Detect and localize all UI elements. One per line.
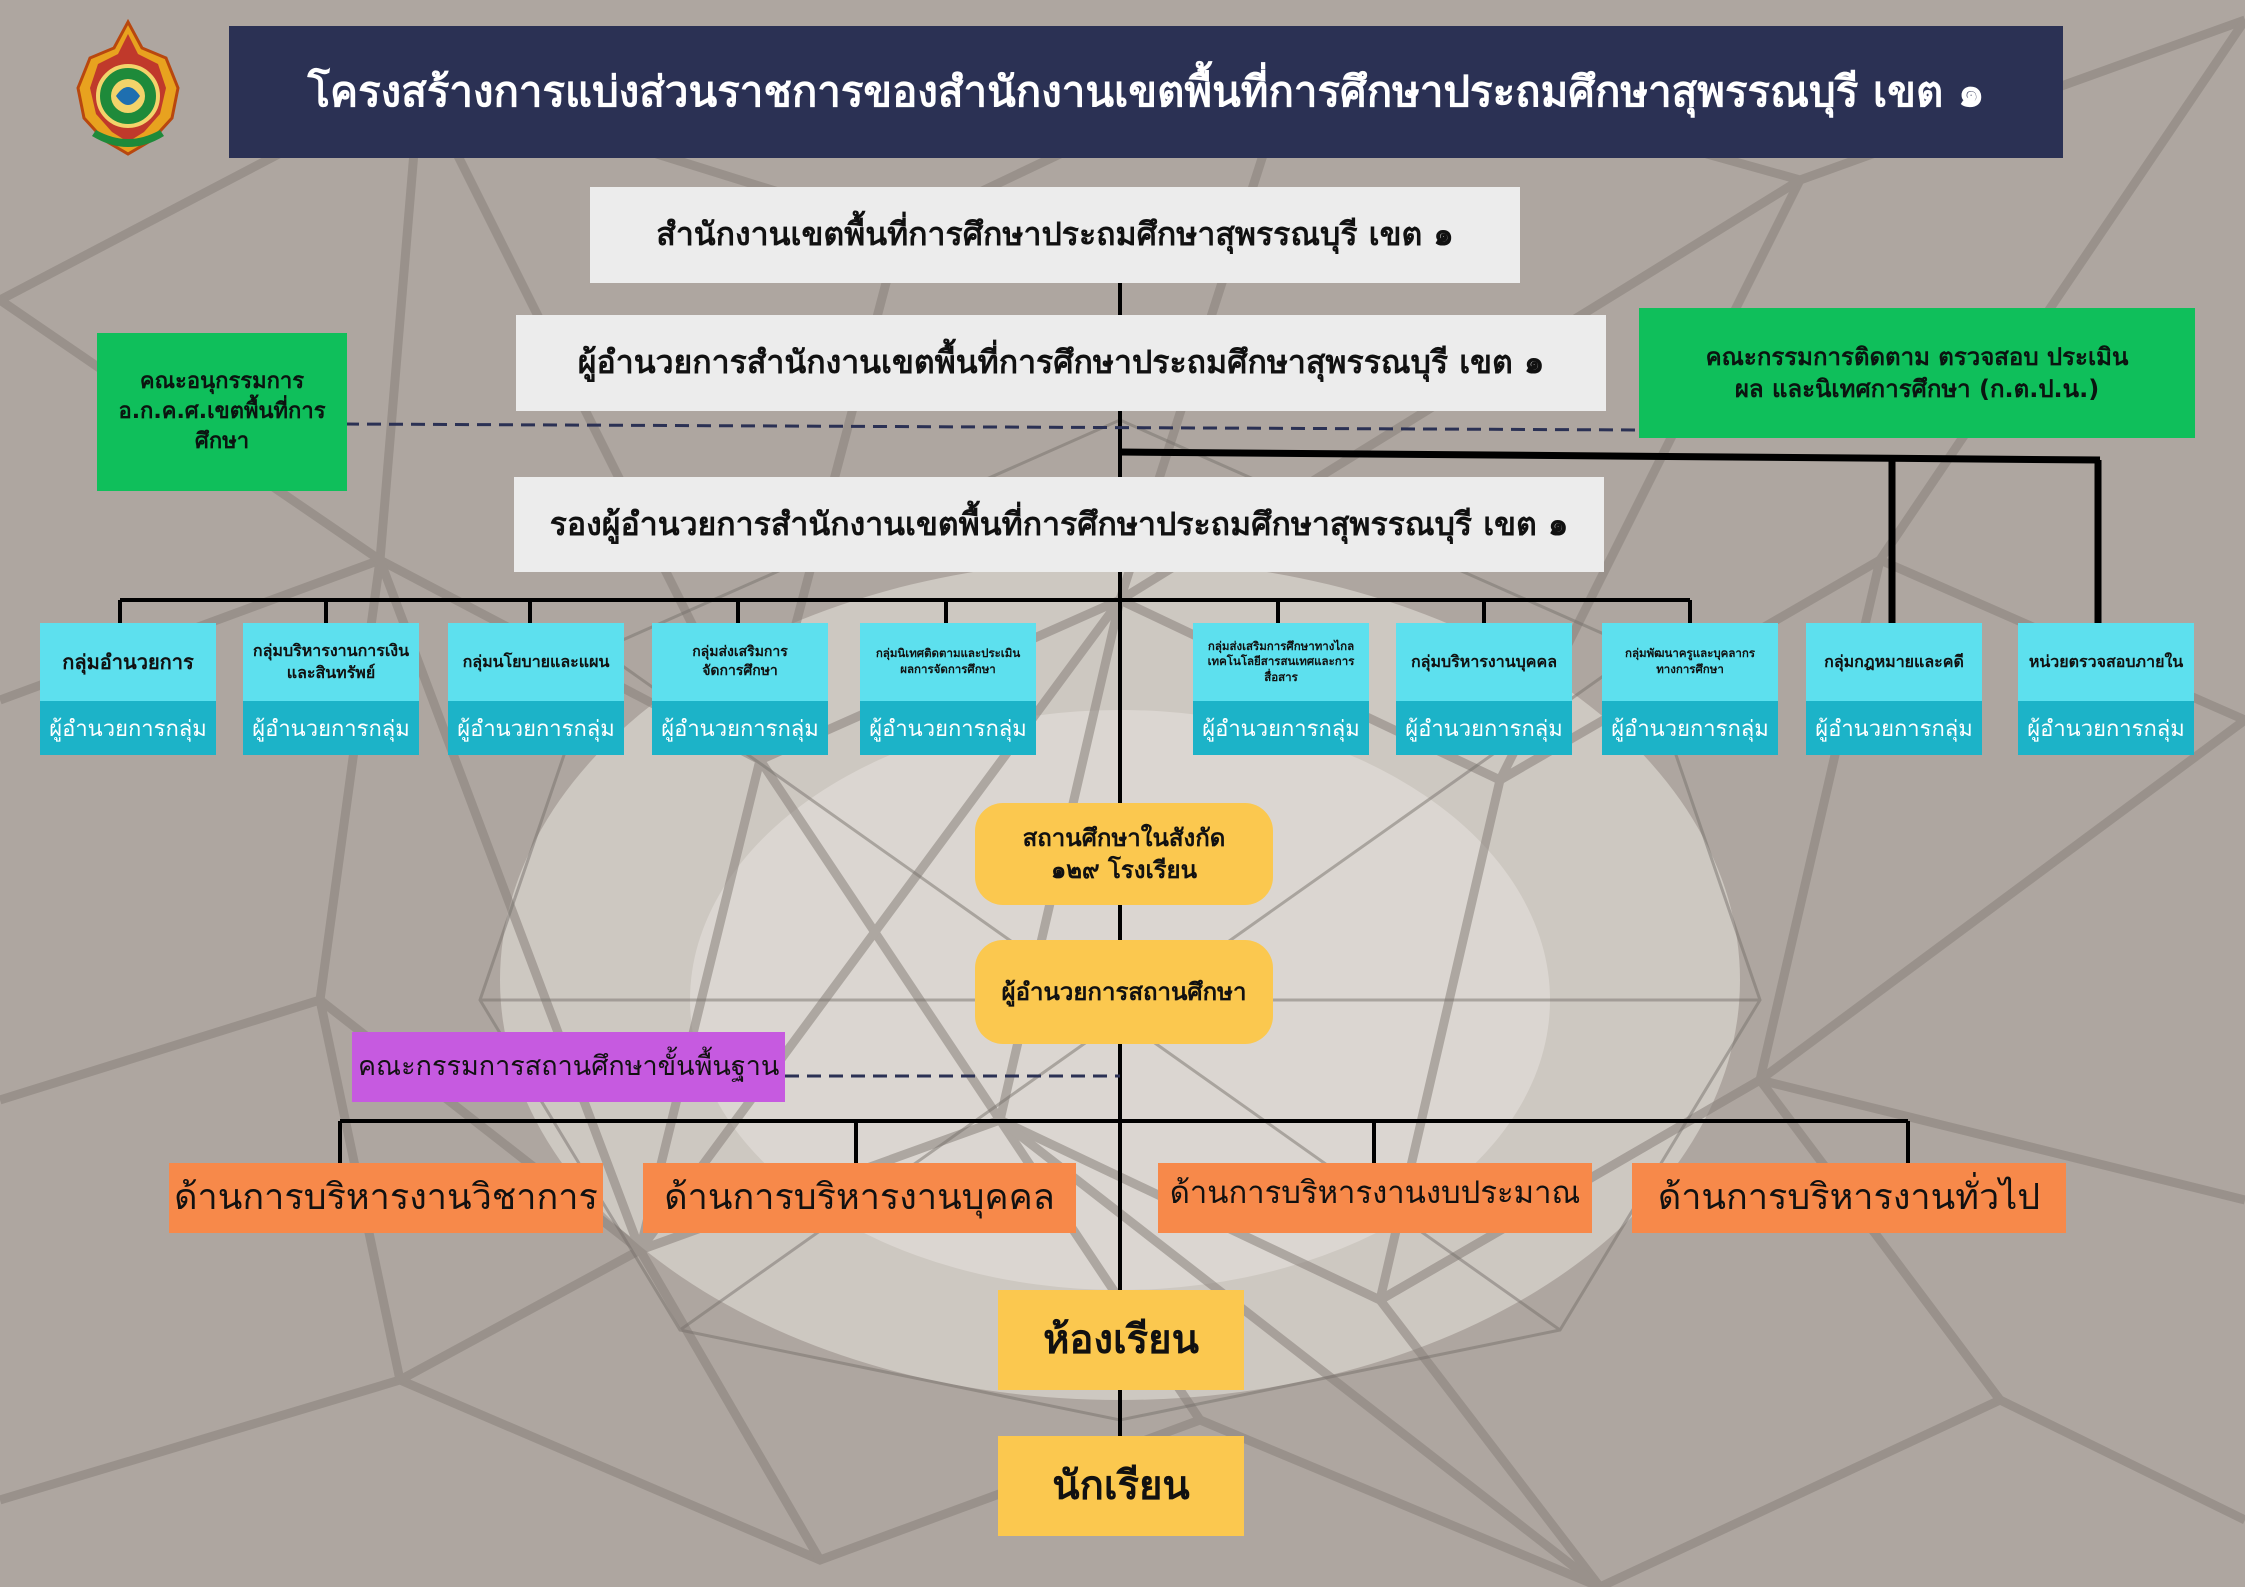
group-name: กลุ่มบริหารงานบุคคล [1396, 623, 1572, 701]
group-head: ผู้อำนวยการกลุ่ม [1396, 701, 1572, 755]
group-name: กลุ่มนโยบายและแผน [448, 623, 624, 701]
group-head: ผู้อำนวยการกลุ่ม [2018, 701, 2194, 755]
group-box: กลุ่มอำนวยการ ผู้อำนวยการกลุ่ม [40, 623, 216, 755]
director-box: ผู้อำนวยการสำนักงานเขตพื้นที่การศึกษาประ… [516, 315, 1606, 411]
group-head: ผู้อำนวยการกลุ่ม [448, 701, 624, 755]
group-box: กลุ่มบริหารงานการเงินและสินทรัพย์ ผู้อำน… [243, 623, 419, 755]
school-director-box: ผู้อำนวยการสถานศึกษา [975, 940, 1273, 1044]
office-box: สำนักงานเขตพื้นที่การศึกษาประถมศึกษาสุพร… [590, 187, 1520, 283]
admin-area-budget: ด้านการบริหารงานงบประมาณ [1158, 1163, 1592, 1233]
subcommittee-box: คณะอนุกรรมการ อ.ก.ค.ศ.เขตพื้นที่การศึกษา [97, 333, 347, 491]
group-head: ผู้อำนวยการกลุ่ม [1602, 701, 1778, 755]
group-head: ผู้อำนวยการกลุ่ม [1193, 701, 1369, 755]
group-box: กลุ่มส่งเสริมการจัดการศึกษา ผู้อำนวยการก… [652, 623, 828, 755]
group-head: ผู้อำนวยการกลุ่ม [652, 701, 828, 755]
group-box: กลุ่มนโยบายและแผน ผู้อำนวยการกลุ่ม [448, 623, 624, 755]
page-title: โครงสร้างการแบ่งส่วนราชการของสำนักงานเขต… [229, 26, 2063, 158]
admin-area-general: ด้านการบริหารงานทั่วไป [1632, 1163, 2066, 1233]
group-box: กลุ่มกฎหมายและคดี ผู้อำนวยการกลุ่ม [1806, 623, 1982, 755]
admin-area-academic: ด้านการบริหารงานวิชาการ [169, 1163, 603, 1233]
admin-area-personnel: ด้านการบริหารงานบุคคล [643, 1163, 1076, 1233]
group-box: หน่วยตรวจสอบภายใน ผู้อำนวยการกลุ่ม [2018, 623, 2194, 755]
schools-box: สถานศึกษาในสังกัด ๑๒๙ โรงเรียน [975, 803, 1273, 905]
monitoring-committee-box: คณะกรรมการติดตาม ตรวจสอบ ประเมินผล และนิ… [1639, 308, 2195, 438]
group-name: กลุ่มกฎหมายและคดี [1806, 623, 1982, 701]
group-box: กลุ่มพัฒนาครูและบุคลากรทางการศึกษา ผู้อำ… [1602, 623, 1778, 755]
group-name: กลุ่มพัฒนาครูและบุคลากรทางการศึกษา [1602, 623, 1778, 701]
group-head: ผู้อำนวยการกลุ่ม [860, 701, 1036, 755]
classroom-box: ห้องเรียน [998, 1290, 1244, 1390]
group-box: กลุ่มบริหารงานบุคคล ผู้อำนวยการกลุ่ม [1396, 623, 1572, 755]
group-name: กลุ่มอำนวยการ [40, 623, 216, 701]
group-name: กลุ่มส่งเสริมการศึกษาทางไกลเทคโนโลยีสารส… [1193, 623, 1369, 701]
deputy-director-box: รองผู้อำนวยการสำนักงานเขตพื้นที่การศึกษา… [514, 477, 1604, 572]
group-name: กลุ่มส่งเสริมการจัดการศึกษา [652, 623, 828, 701]
group-box: กลุ่มนิเทศติดตามและประเมินผลการจัดการศึก… [860, 623, 1036, 755]
students-box: นักเรียน [998, 1436, 1244, 1536]
group-head: ผู้อำนวยการกลุ่ม [243, 701, 419, 755]
group-box: กลุ่มส่งเสริมการศึกษาทางไกลเทคโนโลยีสารส… [1193, 623, 1369, 755]
group-name: กลุ่มนิเทศติดตามและประเมินผลการจัดการศึก… [860, 623, 1036, 701]
group-head: ผู้อำนวยการกลุ่ม [40, 701, 216, 755]
group-name: หน่วยตรวจสอบภายใน [2018, 623, 2194, 701]
obec-emblem-icon [68, 18, 188, 158]
group-name: กลุ่มบริหารงานการเงินและสินทรัพย์ [243, 623, 419, 701]
school-board-box: คณะกรรมการสถานศึกษาขั้นพื้นฐาน [352, 1032, 785, 1102]
group-head: ผู้อำนวยการกลุ่ม [1806, 701, 1982, 755]
